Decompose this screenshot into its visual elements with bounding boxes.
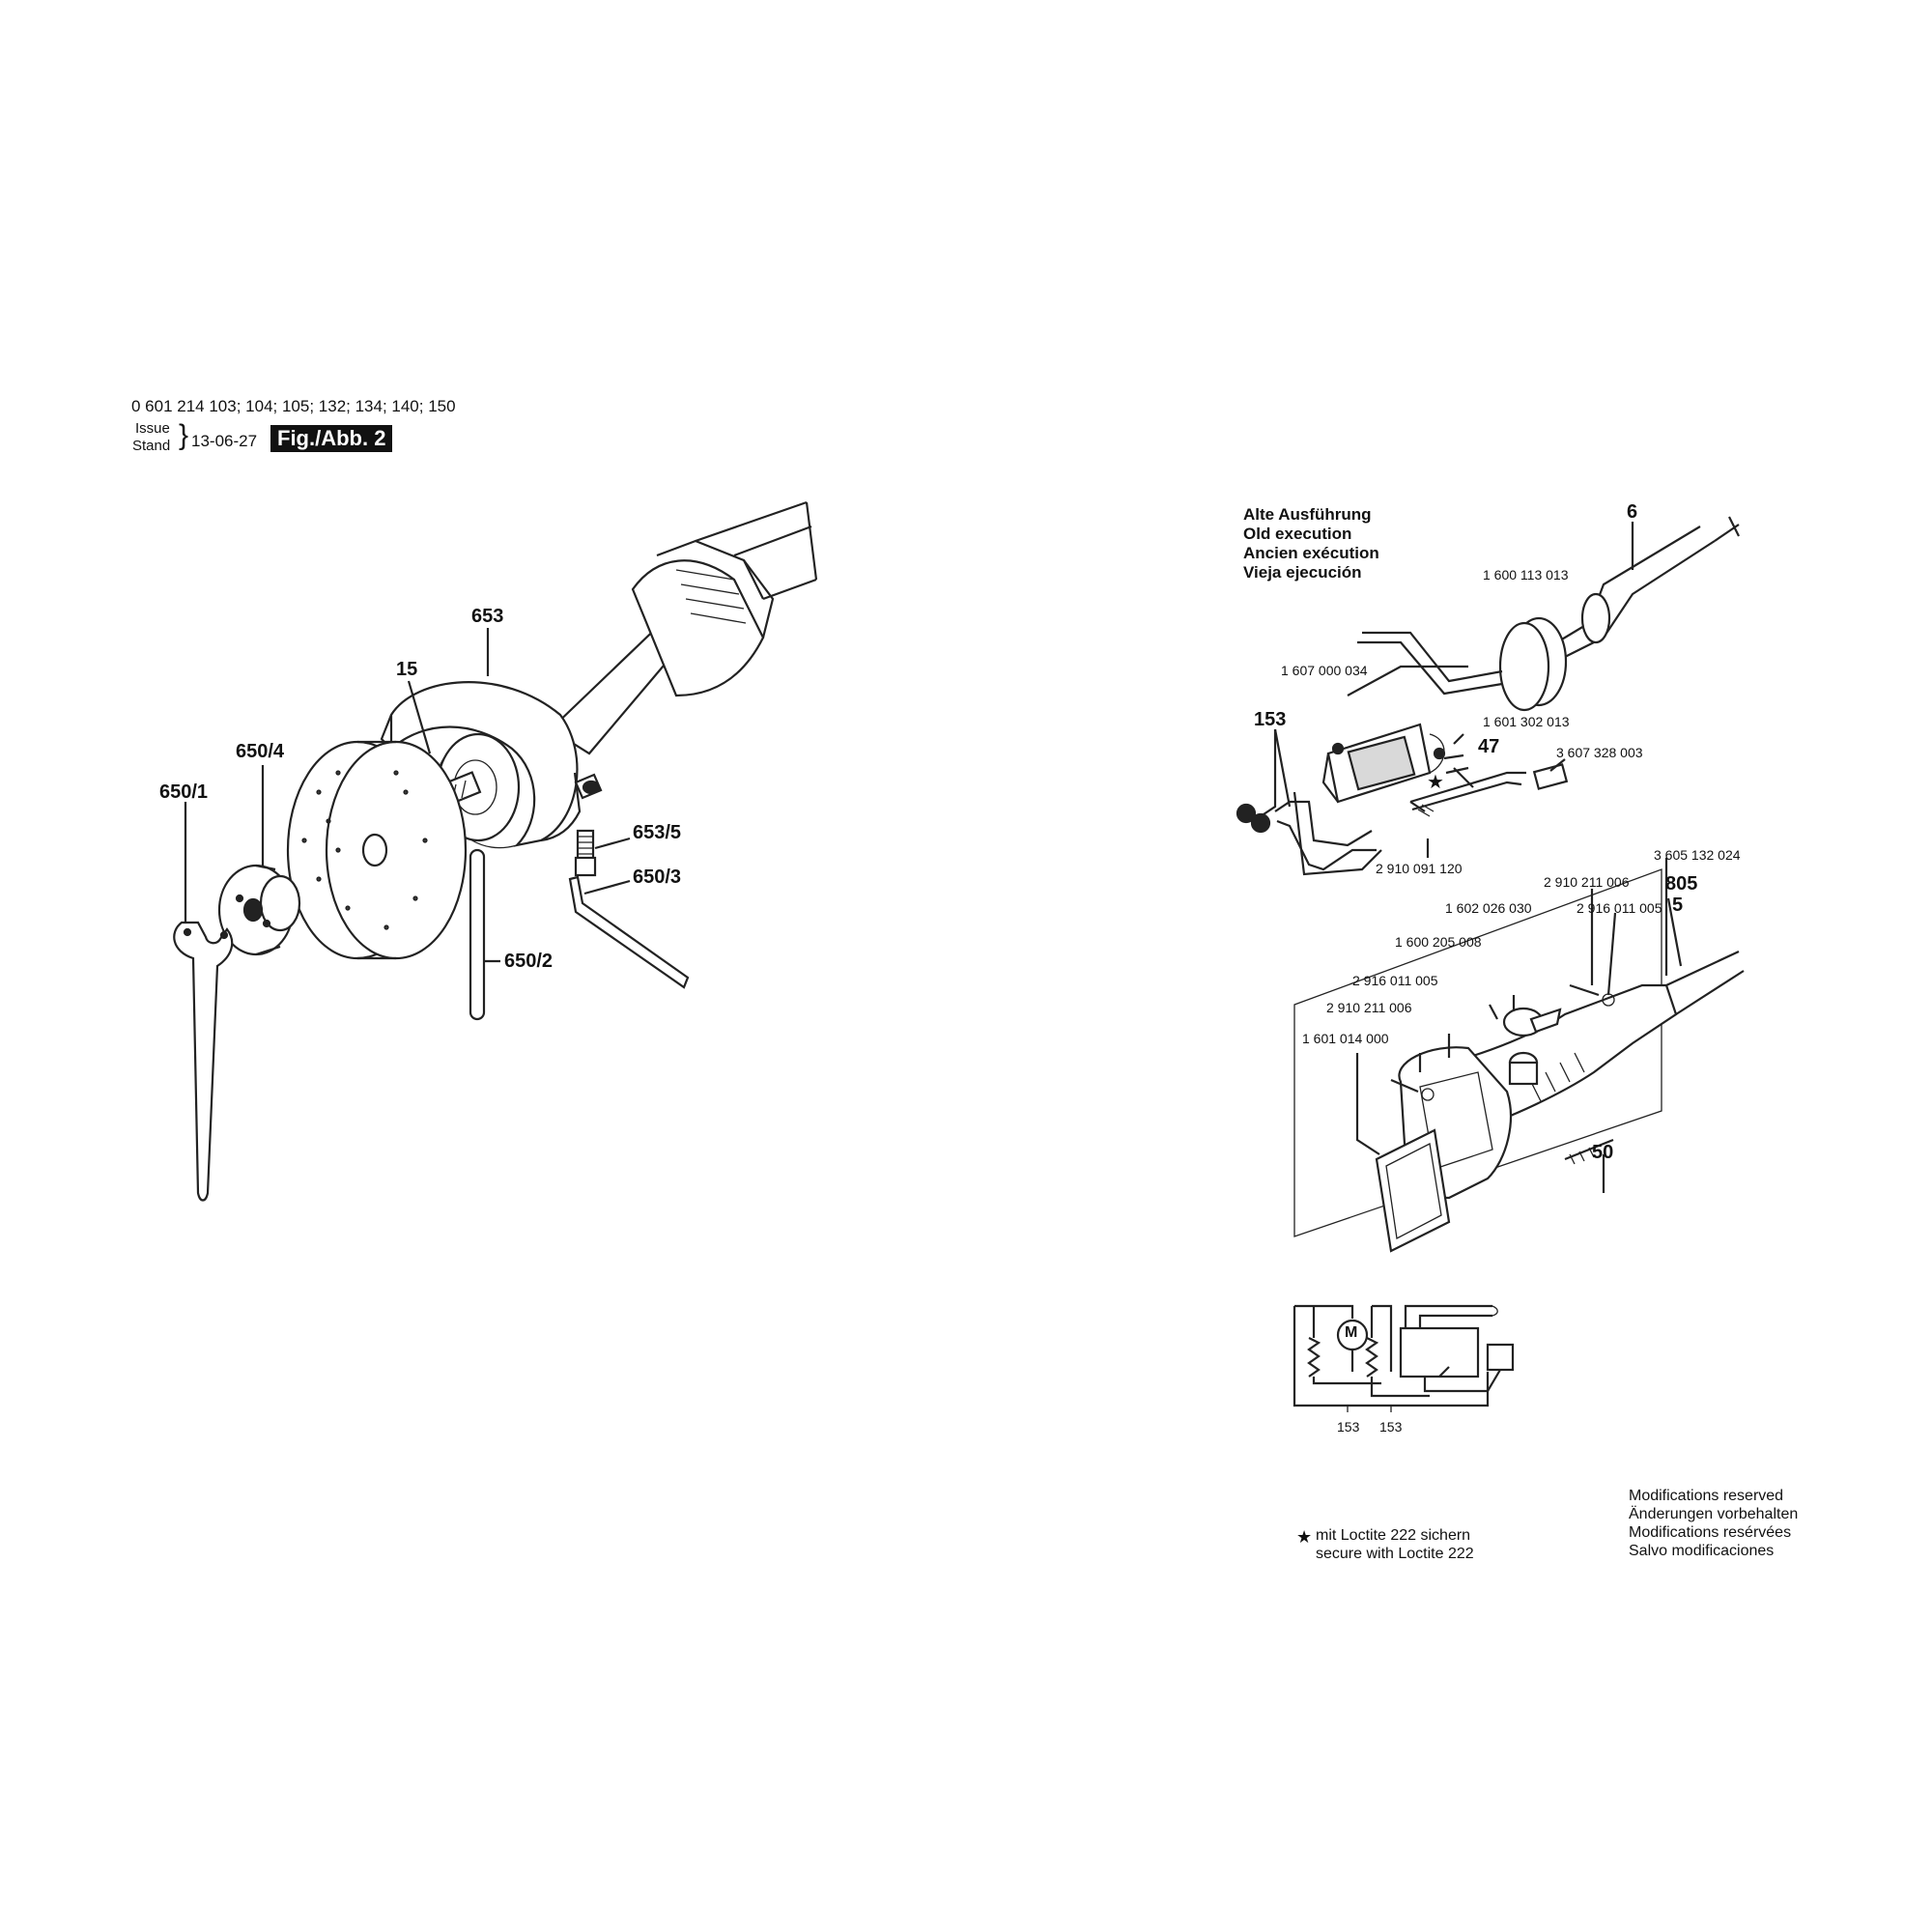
part-1602026030: 1 602 026 030 [1445,900,1532,916]
handle-housing-drawing [1398,951,1745,1200]
callout-153: 153 [1254,709,1287,730]
flange-650-4-drawing [217,864,301,956]
wiring-drawing [1274,771,1526,876]
part-1600205008: 1 600 205 008 [1395,934,1482,950]
old-execution-es: Vieja ejecución [1243,563,1362,582]
loctite-star-icon: ★ [1296,1527,1313,1547]
grinder-body-drawing [549,500,818,755]
pin-650-2-drawing [469,848,486,1021]
knob-drawing [1502,1007,1562,1086]
spanner-650-1-drawing [173,921,234,1202]
loctite-note-en: secure with Loctite 222 [1316,1546,1474,1562]
loctite-note-de: mit Loctite 222 sichern [1316,1527,1471,1544]
callout-6: 6 [1627,501,1638,523]
star-icon: ★ [1427,772,1444,793]
callout-650-4: 650/4 [236,741,285,762]
part-3607328003: 3 607 328 003 [1556,745,1643,760]
modifications-es: Salvo modificaciones [1629,1543,1775,1559]
old-execution-fr: Ancien exécution [1243,544,1379,562]
part-2910091120: 2 910 091 120 [1376,861,1463,876]
stand-label: Stand [132,438,171,454]
part-1601014000: 1 601 014 000 [1302,1031,1389,1046]
suppressor-drawing [1532,763,1569,790]
cable-and-plug-drawing [1347,516,1740,712]
motor-symbol: M [1345,1324,1358,1341]
old-execution-de: Alte Ausführung [1243,505,1372,524]
circuit-diagram [1293,1304,1515,1412]
model-numbers: 0 601 214 103; 104; 105; 132; 134; 140; … [131,397,456,415]
gasket-drawing [1375,1128,1451,1253]
right-leader-lines [1260,522,1683,1193]
hex-key-650-3-drawing [568,875,690,989]
callout-805: 805 [1665,873,1698,895]
modifications-de: Änderungen vorbehalten [1629,1506,1799,1522]
left-leader-lines [184,628,631,963]
part-2910211006-b: 2 910 211 006 [1326,1000,1412,1015]
part-2910211006-a: 2 910 211 006 [1544,874,1630,890]
callout-5: 5 [1672,895,1684,916]
callout-15: 15 [396,659,418,680]
callout-50: 50 [1592,1142,1614,1163]
callout-47: 47 [1478,736,1500,757]
screws-switch-drawing [1409,766,1469,817]
guard-clamp-drawing [574,773,603,877]
switch-drawing [1321,723,1474,804]
circuit-label-153-left: 153 [1337,1419,1360,1435]
part-3605132024: 3 605 132 024 [1654,847,1741,863]
part-1600113013: 1 600 113 013 [1483,567,1569,582]
circuit-label-153-right: 153 [1379,1419,1403,1435]
part-2916011005-b: 2 916 011 005 [1352,973,1438,988]
grinding-wheel-drawing [286,740,468,960]
housing-frame-drawing [1293,868,1662,1237]
terminal-a-glyph: a [1241,809,1248,822]
callout-650-1: 650/1 [159,781,209,803]
part-2916011005-a: 2 916 011 005 [1577,900,1662,916]
callout-653: 653 [471,606,504,627]
callout-650-2: 650/2 [504,951,554,972]
screws-housing-drawing [1390,983,1615,1165]
part-1601302013: 1 601 302 013 [1483,714,1570,729]
brace-glyph: } [179,419,189,451]
callout-653-5: 653/5 [633,822,682,843]
issue-date: 13-06-27 [191,432,258,450]
part-1607000034: 1 607 000 034 [1281,663,1368,678]
modifications-en: Modifications reserved [1629,1488,1784,1504]
ab-terminals-drawing: a b [1236,803,1271,834]
figure-label: Fig./Abb. 2 [270,425,393,452]
callout-650-3: 650/3 [633,867,682,888]
issue-label: Issue [135,420,170,437]
old-execution-en: Old execution [1243,525,1352,543]
modifications-fr: Modifications resérvées [1629,1524,1792,1541]
terminal-b-glyph: b [1256,817,1263,831]
